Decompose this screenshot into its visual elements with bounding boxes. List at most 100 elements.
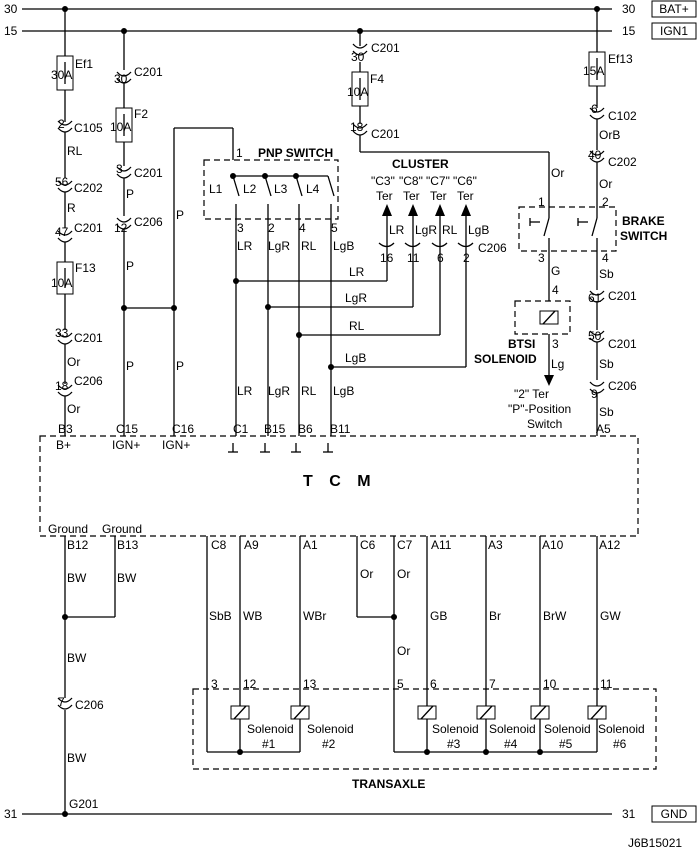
rail-30-left-label: 30 (4, 2, 18, 16)
c201-f2-pin: 30 (114, 72, 128, 86)
c202-r-label: C202 (608, 155, 637, 169)
gnd-box (651, 805, 697, 823)
wire-sb-1: Sb (599, 267, 614, 281)
brake-title-1: BRAKE (622, 214, 665, 228)
c201a-label: C201 (74, 221, 103, 235)
c201-18-label: C201 (371, 127, 400, 141)
brake-pin-4: 4 (602, 251, 609, 265)
transaxle: TRANSAXLE 3 12 13 5 6 7 10 11 Solenoid #… (192, 677, 657, 791)
cluster-c6-label: "C6" (453, 174, 477, 188)
connector-c201b-icon (57, 332, 73, 338)
wire-or-r: Or (599, 177, 612, 191)
ground-circuit: BW BW BW 7 C206 BW G201 (57, 536, 137, 817)
tcm-pin-c8: C8 (211, 538, 227, 552)
c201-3-pin: 3 (116, 162, 123, 176)
wire-gw: GW (600, 609, 621, 623)
solenoid-2: Solenoid #2 (290, 705, 354, 752)
ign1-box (651, 22, 697, 40)
wire-wb: WB (243, 609, 262, 623)
pnp-contact-l3: L3 (274, 182, 288, 196)
brake-pin-1: 1 (538, 195, 545, 209)
rail-31-right-label: 31 (622, 807, 636, 821)
wire-bw-1: BW (67, 571, 87, 585)
rail-31: 31 31 GND (4, 805, 697, 823)
f13-label: F13 (75, 261, 96, 275)
c201-61-label: C201 (608, 289, 637, 303)
tcm-pin-b6: B6 (298, 422, 313, 436)
cluster-wire-rl: RL (442, 223, 458, 237)
cluster-feed-rl: RL (349, 319, 365, 333)
solenoid-6-label: Solenoid (598, 722, 645, 736)
wire-rl: RL (67, 144, 83, 158)
c201-f4-pin: 30 (351, 50, 365, 64)
pnp-switch-box (203, 159, 339, 220)
transaxle-pin-13: 13 (303, 677, 317, 691)
c201b-pin: 33 (55, 326, 69, 340)
transaxle-pin-11: 11 (600, 677, 613, 691)
arrow-up-icon (461, 204, 471, 216)
connector-c201-18-icon (352, 123, 368, 129)
brake-feed-or: Or (551, 166, 564, 180)
gnd-label: GND (661, 807, 688, 821)
tcm-pin-b13: B13 (117, 538, 139, 552)
solenoid-3: Solenoid #3 (417, 705, 479, 755)
btsi-dest-2: "P"-Position (508, 402, 571, 416)
c105-pin: 2 (58, 117, 65, 131)
c206-12-pin: 12 (114, 221, 128, 235)
connector-c206-7-icon (57, 697, 73, 703)
wire-bw-3: BW (67, 651, 87, 665)
solenoid-5-num: #5 (559, 737, 573, 751)
wire-bw-2: BW (117, 571, 137, 585)
solenoid-3-label: Solenoid (432, 722, 479, 736)
pnp-wire-rl-bot: RL (301, 384, 317, 398)
wire-or-c6: Or (360, 567, 373, 581)
btsi-dest-3: Switch (527, 417, 562, 431)
f13-rating: 10A (51, 276, 72, 290)
pnp-contact-l2: L2 (243, 182, 257, 196)
brake-switch: 1 2 3 4 BRAKE SWITCH (518, 195, 667, 265)
cluster-wire-lgb: LgB (468, 223, 489, 237)
solenoid-wires: SbB WB WBr Or Or Or GB Br BrW GW (206, 536, 621, 752)
btsi-pin-3: 3 (552, 337, 559, 351)
solenoid-2-num: #2 (322, 737, 336, 751)
brake-pin-2: 2 (602, 195, 609, 209)
connector-c206-icon (57, 384, 73, 390)
solenoid-5: Solenoid #5 (530, 705, 591, 755)
circuit-f4: 30 C201 F4 10A 18 C201 Or (347, 28, 564, 207)
pnp-pin-4: 4 (299, 221, 306, 235)
solenoid-1-num: #1 (262, 737, 276, 751)
tcm-pin-c6: C6 (360, 538, 376, 552)
c202-r-pin: 40 (588, 148, 602, 162)
btsi-title-2: SOLENOID (474, 352, 537, 366)
cluster-title: CLUSTER (392, 157, 449, 171)
tcm-label-bplus: B+ (56, 438, 71, 452)
c201-50-pin: 50 (588, 329, 602, 343)
arrow-up-icon (382, 204, 392, 216)
pnp-wire-lgr-top: LgR (268, 239, 290, 253)
transaxle-title: TRANSAXLE (352, 777, 425, 791)
cluster-ter-1: Ter (376, 189, 393, 203)
brake-switch-box (518, 206, 617, 252)
brake-title-2: SWITCH (620, 229, 667, 243)
bat-plus-label: BAT+ (659, 2, 688, 16)
connector-c102-icon (589, 107, 605, 113)
connector-c202-r-icon (589, 150, 605, 156)
ign1-label: IGN1 (660, 24, 688, 38)
c201-f2-label: C201 (134, 65, 163, 79)
cluster-pin-6: 6 (437, 251, 444, 265)
btsi-pin-4: 4 (552, 283, 559, 297)
cluster-c8-label: "C8" (399, 174, 423, 188)
arrow-up-icon (435, 204, 445, 216)
rail-15: 15 15 IGN1 (4, 22, 697, 40)
pnp-pin-3: 3 (237, 221, 244, 235)
pnp-wire-lr-bot: LR (237, 384, 253, 398)
solenoid-5-label: Solenoid (544, 722, 591, 736)
pnp-pin-2: 2 (268, 221, 275, 235)
f2-label: F2 (134, 107, 148, 121)
ef13-label: Ef13 (608, 52, 633, 66)
arrow-down-icon (544, 375, 554, 386)
cluster-feed-lgb: LgB (345, 351, 366, 365)
tcm-pin-a10: A10 (542, 538, 564, 552)
pnp-wire-lgr-bot: LgR (268, 384, 290, 398)
tcm-pin-a9: A9 (244, 538, 259, 552)
